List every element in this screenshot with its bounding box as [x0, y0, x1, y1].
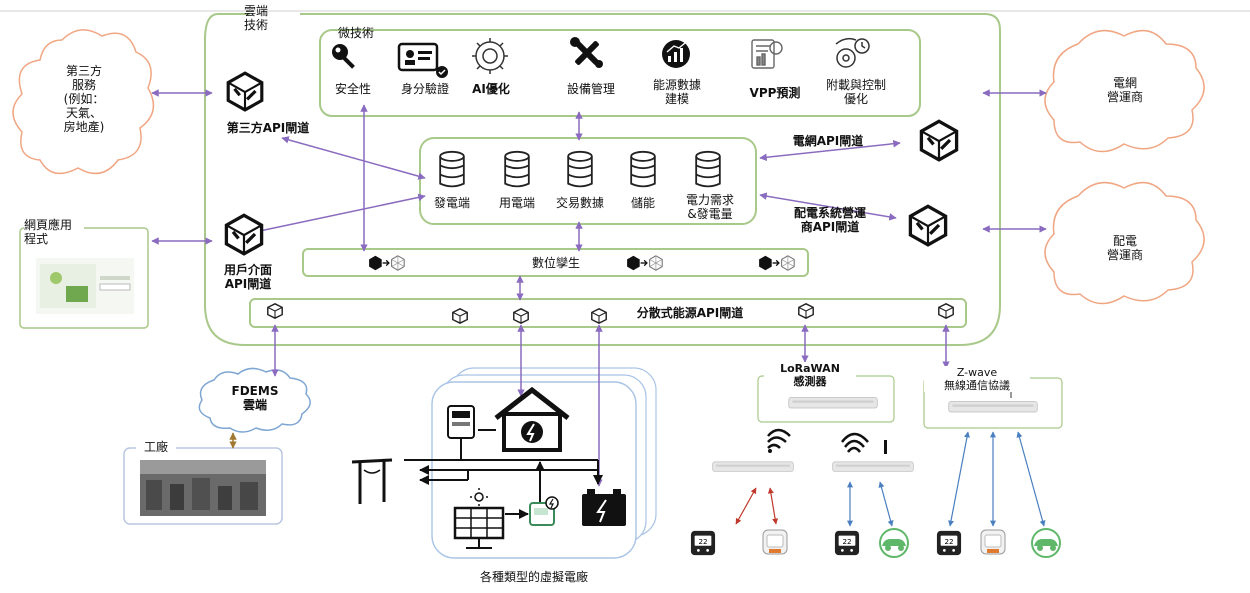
db-label-trading: 交易數據 — [555, 196, 604, 210]
grid-operator-cloud-shape — [1044, 29, 1205, 153]
zwave-label: Z-wave 無線通信協議 — [924, 366, 1030, 392]
micro-item-load-control: 附載與控制 優化 — [825, 78, 886, 106]
digital-twin-label: 數位孿生 — [531, 256, 580, 270]
cloud-tech-frame — [204, 13, 1001, 346]
db-label-generation: 發電端 — [433, 196, 470, 210]
wifi-icon-1 — [767, 428, 791, 449]
lora-device-arrows — [735, 487, 779, 525]
lorawan-label: LoRaWAN 感測器 — [764, 362, 856, 388]
api-arrows — [151, 89, 1047, 487]
micro-item-energy-modeling: 能源數據 建模 — [652, 78, 701, 106]
der-gateway-label: 分散式能源API閘道 — [636, 306, 744, 320]
battery-icon — [582, 489, 626, 526]
power-pole-icon — [351, 458, 393, 504]
digital-twin-bar — [302, 248, 809, 277]
micro-item-device-mgmt: 設備管理 — [566, 82, 615, 96]
fdems-label: FDEMS 雲端 — [231, 384, 279, 412]
db-label-storage: 儲能 — [630, 196, 655, 210]
micro-item-security: 安全性 — [334, 82, 371, 96]
web-app-label: 網頁應用 程式 — [24, 218, 84, 246]
distribution-operator-cloud-shape — [1044, 181, 1205, 305]
third-party-gateway-label: 第三方API閘道 — [226, 121, 310, 135]
ai-chip-icon — [472, 38, 508, 74]
third-party-cloud-shape — [12, 29, 155, 175]
tools-icon — [570, 37, 603, 68]
der-gateway-bar — [249, 298, 967, 328]
fdems-cloud-shape — [198, 367, 311, 433]
micro-tech-box — [319, 29, 921, 117]
zwave-device-arrows — [847, 431, 1046, 527]
cloud-tech-title: 雲端 技術 — [243, 4, 268, 32]
solar-panel-icon — [453, 488, 505, 549]
micro-item-vpp-forecast: VPP預測 — [749, 86, 801, 100]
db-label-demand: 電力需求 &發電量 — [685, 193, 734, 221]
user-gateway-label: 用戶介面 API閘道 — [223, 263, 272, 291]
id-card-icon — [397, 42, 448, 78]
micro-item-authentication: 身分驗證 — [400, 82, 449, 96]
smart-meter-icon — [447, 405, 475, 460]
factory-label: 工廠 — [136, 440, 176, 454]
micro-tech-title: 微技術 — [337, 26, 374, 40]
third-party-service-label: 第三方 服務 (例如： 天氣、 房地產) — [63, 64, 105, 134]
chart-icon — [662, 40, 690, 68]
vpp-caption: 各種類型的虛擬電廠 — [479, 570, 588, 584]
grid-operator-label: 電網 營運商 — [1106, 76, 1143, 104]
gear-clock-icon — [835, 37, 870, 68]
grid-gateway-label: 電網API閘道 — [792, 134, 864, 148]
db-label-consumption: 用電端 — [498, 196, 535, 210]
dso-gateway-label: 配電系統營運 商API閘道 — [793, 206, 866, 234]
forecast-doc-icon — [751, 39, 783, 69]
smart-home-icon — [494, 386, 570, 452]
inverter-icon — [529, 496, 559, 526]
wifi-icon-2 — [841, 432, 869, 453]
micro-item-ai-optimization: AI優化 — [472, 82, 510, 96]
key-icon — [332, 44, 355, 69]
distribution-operator-label: 配電 營運商 — [1106, 234, 1143, 262]
